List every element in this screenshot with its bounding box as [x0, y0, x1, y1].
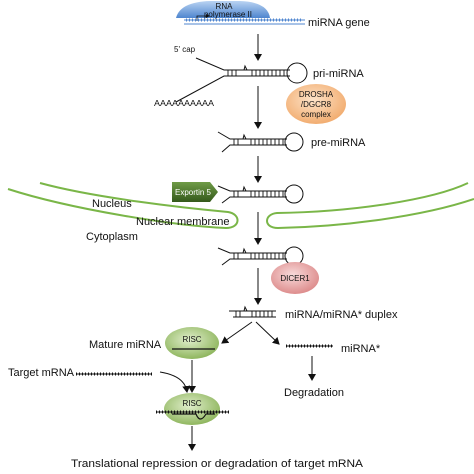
target-mrna-label: Target mRNA — [8, 367, 75, 379]
mirna-gene-dna — [184, 18, 305, 25]
risc-label-top: RISC — [182, 335, 201, 344]
rna-polymerase-shape — [176, 1, 270, 18]
mature-mirna-label: Mature miRNA — [89, 339, 162, 351]
risc-shape-top — [165, 327, 219, 359]
nuclear-membrane-label: Nuclear membrane — [136, 216, 230, 228]
pre-mirna-in-pore — [217, 184, 304, 204]
drosha-label-1: DROSHA — [299, 90, 334, 99]
arrow-target-to-risc — [159, 371, 191, 393]
risc-label-bottom: RISC — [182, 399, 201, 408]
dicer1-complex: DICER1 — [271, 262, 319, 294]
cytoplasmic-pre-mirna — [217, 246, 304, 266]
pre-mirna-hairpin — [217, 131, 304, 153]
cytoplasm-label: Cytoplasm — [86, 231, 138, 243]
duplex-label: miRNA/miRNA* duplex — [285, 309, 398, 321]
risc-complex-loading: RISC — [165, 327, 219, 359]
arrow-duplex-to-star — [255, 321, 280, 345]
arrow-duplex-to-mature — [221, 321, 253, 344]
five-prime-cap-label: 5' cap — [174, 45, 196, 54]
drosha-shape — [286, 84, 346, 124]
drosha-label-3: complex — [301, 110, 331, 119]
mirna-star-label: miRNA* — [341, 343, 381, 355]
nucleus-label: Nucleus — [92, 198, 132, 210]
final-outcome-label: Translational repression or degradation … — [71, 458, 364, 470]
pre-mirna-label: pre-miRNA — [311, 137, 366, 149]
risc-target-complex: RISC — [156, 393, 229, 425]
drosha-label-2: /DGCR8 — [301, 100, 332, 109]
exportin-5-label: Exportin 5 — [175, 188, 212, 197]
exportin-5-box: Exportin 5 — [172, 182, 218, 202]
drosha-dgcr8-complex: DROSHA /DGCR8 complex — [286, 84, 346, 124]
risc-shape-bottom — [164, 393, 220, 425]
dicer1-shape — [271, 262, 319, 294]
nuclear-membrane — [7, 182, 474, 230]
rna-polymerase-label-1: RNA — [216, 2, 234, 11]
transcription-start-arrow — [196, 15, 208, 21]
rna-polymerase-complex: RNA polymerase II — [176, 1, 270, 21]
poly-a-tail-label: AAAAAAAAAA — [154, 99, 215, 108]
degradation-label: Degradation — [284, 387, 344, 399]
rna-polymerase-label-2: polymerase II — [204, 10, 252, 19]
pri-mirna-hairpin — [175, 57, 308, 103]
pri-mirna-label: pri-miRNA — [313, 68, 364, 80]
mirna-duplex — [229, 305, 276, 318]
dicer1-label: DICER1 — [280, 274, 310, 283]
mirna-gene-label: miRNA gene — [308, 17, 370, 29]
